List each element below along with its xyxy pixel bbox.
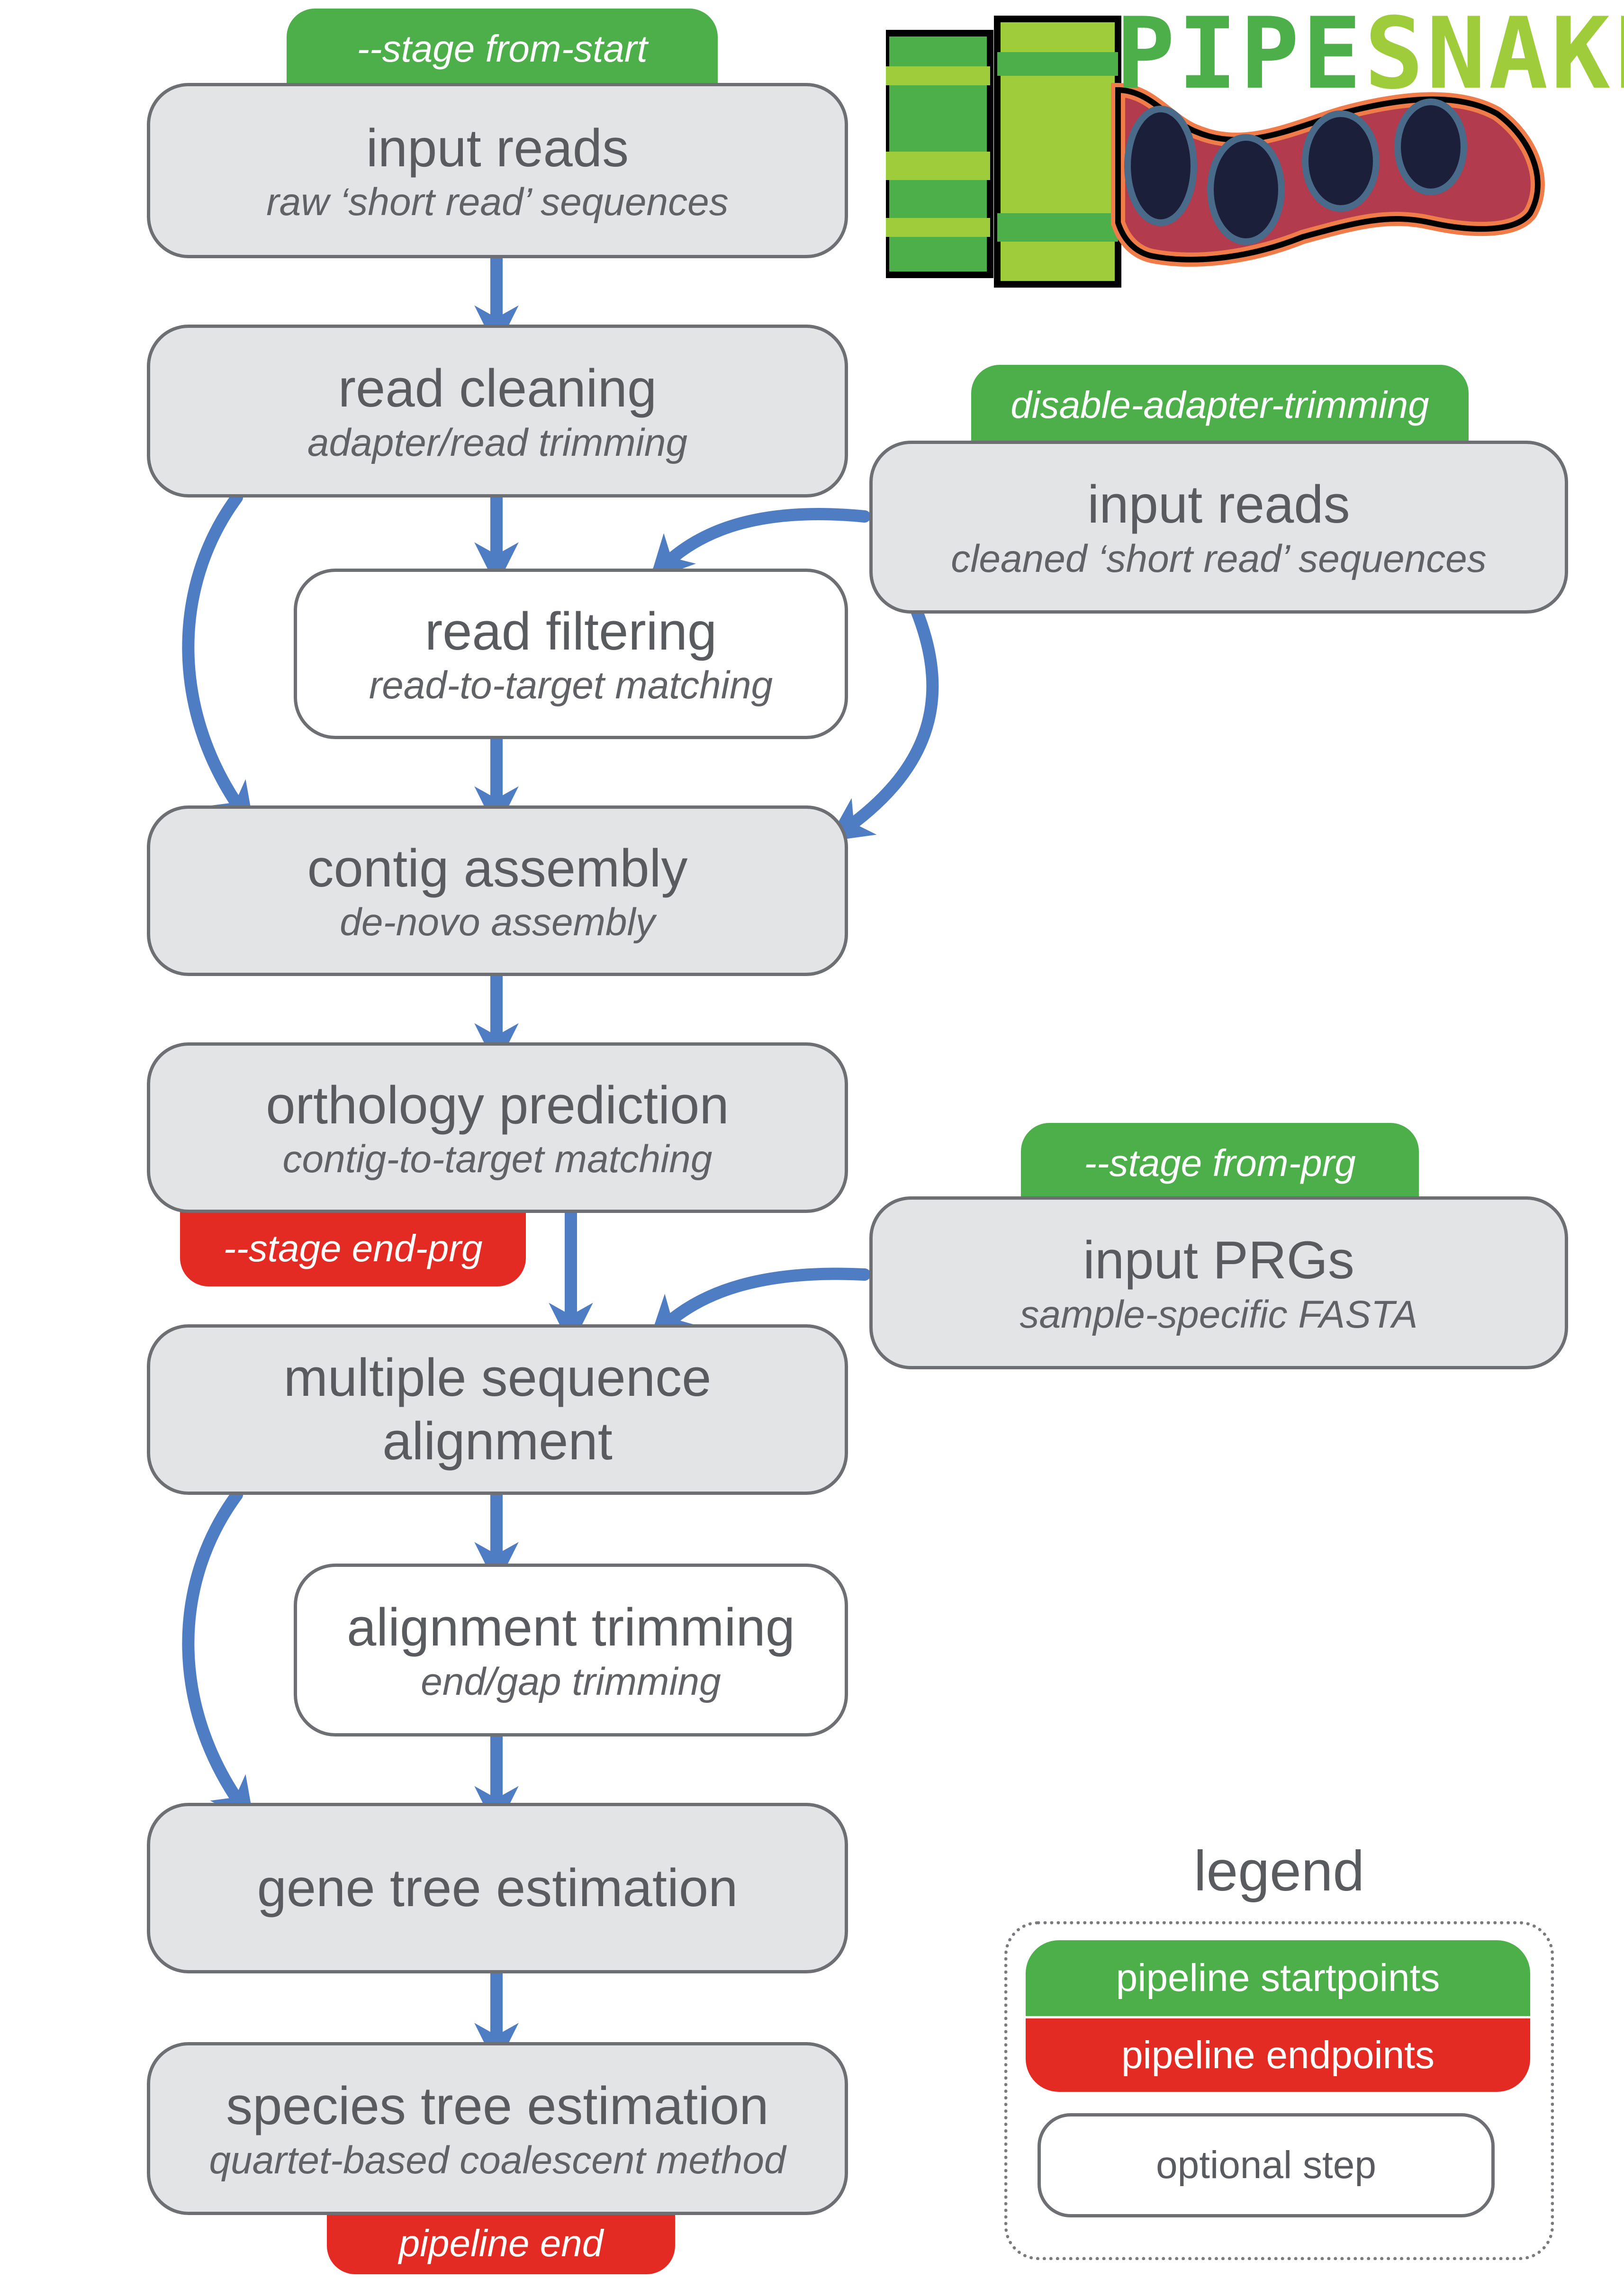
node-title-line2: alignment [382,1411,613,1471]
node-subtitle: cleaned ‘short read’ sequences [951,537,1487,580]
legend-endpoints: pipeline endpoints [1026,2018,1530,2092]
arrow-cleaning-skip-to-assembly [182,491,254,828]
legend-title: legend [1193,1839,1365,1903]
arrow-cleaned-reads-to-assembly [827,605,939,841]
node-title: alignment trimming [346,1598,795,1657]
arrow-cleaned-reads-to-filtering [649,508,871,581]
node-subtitle: read-to-target matching [369,664,773,707]
pipesnake-logo [886,16,1545,288]
node-title: contig assembly [307,838,688,898]
node-subtitle: raw ‘short read’ sequences [266,181,729,224]
node-title: read cleaning [338,359,657,418]
legend-optional-step: optional step [1038,2113,1495,2217]
node-subtitle: contig-to-target matching [282,1138,713,1181]
node-subtitle: adapter/read trimming [307,421,688,464]
node-subtitle: de-novo assembly [340,901,655,944]
tag-stage-from-start: --stage from-start [287,9,718,89]
legend-startpoints: pipeline startpoints [1026,1940,1530,2016]
node-multiple-sequence-alignment: multiple sequence alignment [147,1324,848,1495]
node-title: gene tree estimation [257,1858,738,1917]
node-alignment-trimming: alignment trimming end/gap trimming [294,1564,848,1736]
arrow-prgs-to-msa [649,1267,871,1341]
wordmark-snake: SNAKE [1364,0,1624,111]
node-title: orthology prediction [266,1075,729,1135]
tag-pipeline-end: pipeline end [327,2213,675,2274]
node-input-reads: input reads raw ‘short read’ sequences [147,83,848,258]
node-subtitle: end/gap trimming [421,1660,721,1703]
legend-box [1004,1921,1554,2260]
node-subtitle: quartet-based coalescent method [209,2138,786,2182]
node-gene-tree-estimation: gene tree estimation [147,1803,848,1973]
node-title-line1: multiple sequence [283,1348,712,1407]
node-subtitle: sample-specific FASTA [1020,1293,1418,1336]
node-read-cleaning: read cleaning adapter/read trimming [147,325,848,497]
pipesnake-wordmark: PIPESNAKE [1116,5,1624,103]
wordmark-pipe: PIPE [1116,0,1364,111]
node-input-prgs: input PRGs sample-specific FASTA [869,1196,1568,1369]
node-input-reads-cleaned: input reads cleaned ‘short read’ sequenc… [869,441,1568,614]
tag-stage-from-prg: --stage from-prg [1021,1123,1419,1203]
node-orthology-prediction: orthology prediction contig-to-target ma… [147,1042,848,1213]
node-contig-assembly: contig assembly de-novo assembly [147,805,848,976]
tag-stage-end-prg: --stage end-prg [180,1211,526,1286]
node-title: input PRGs [1083,1230,1354,1290]
node-species-tree-estimation: species tree estimation quartet-based co… [147,2042,848,2215]
arrow-msa-skip-to-gene-tree [182,1489,254,1823]
node-title: species tree estimation [226,2076,769,2136]
node-read-filtering: read filtering read-to-target matching [294,569,848,739]
tag-disable-adapter-trimming: disable-adapter-trimming [971,365,1469,445]
node-title: read filtering [424,601,717,661]
node-title: input reads [366,118,629,178]
node-title: input reads [1087,475,1350,534]
